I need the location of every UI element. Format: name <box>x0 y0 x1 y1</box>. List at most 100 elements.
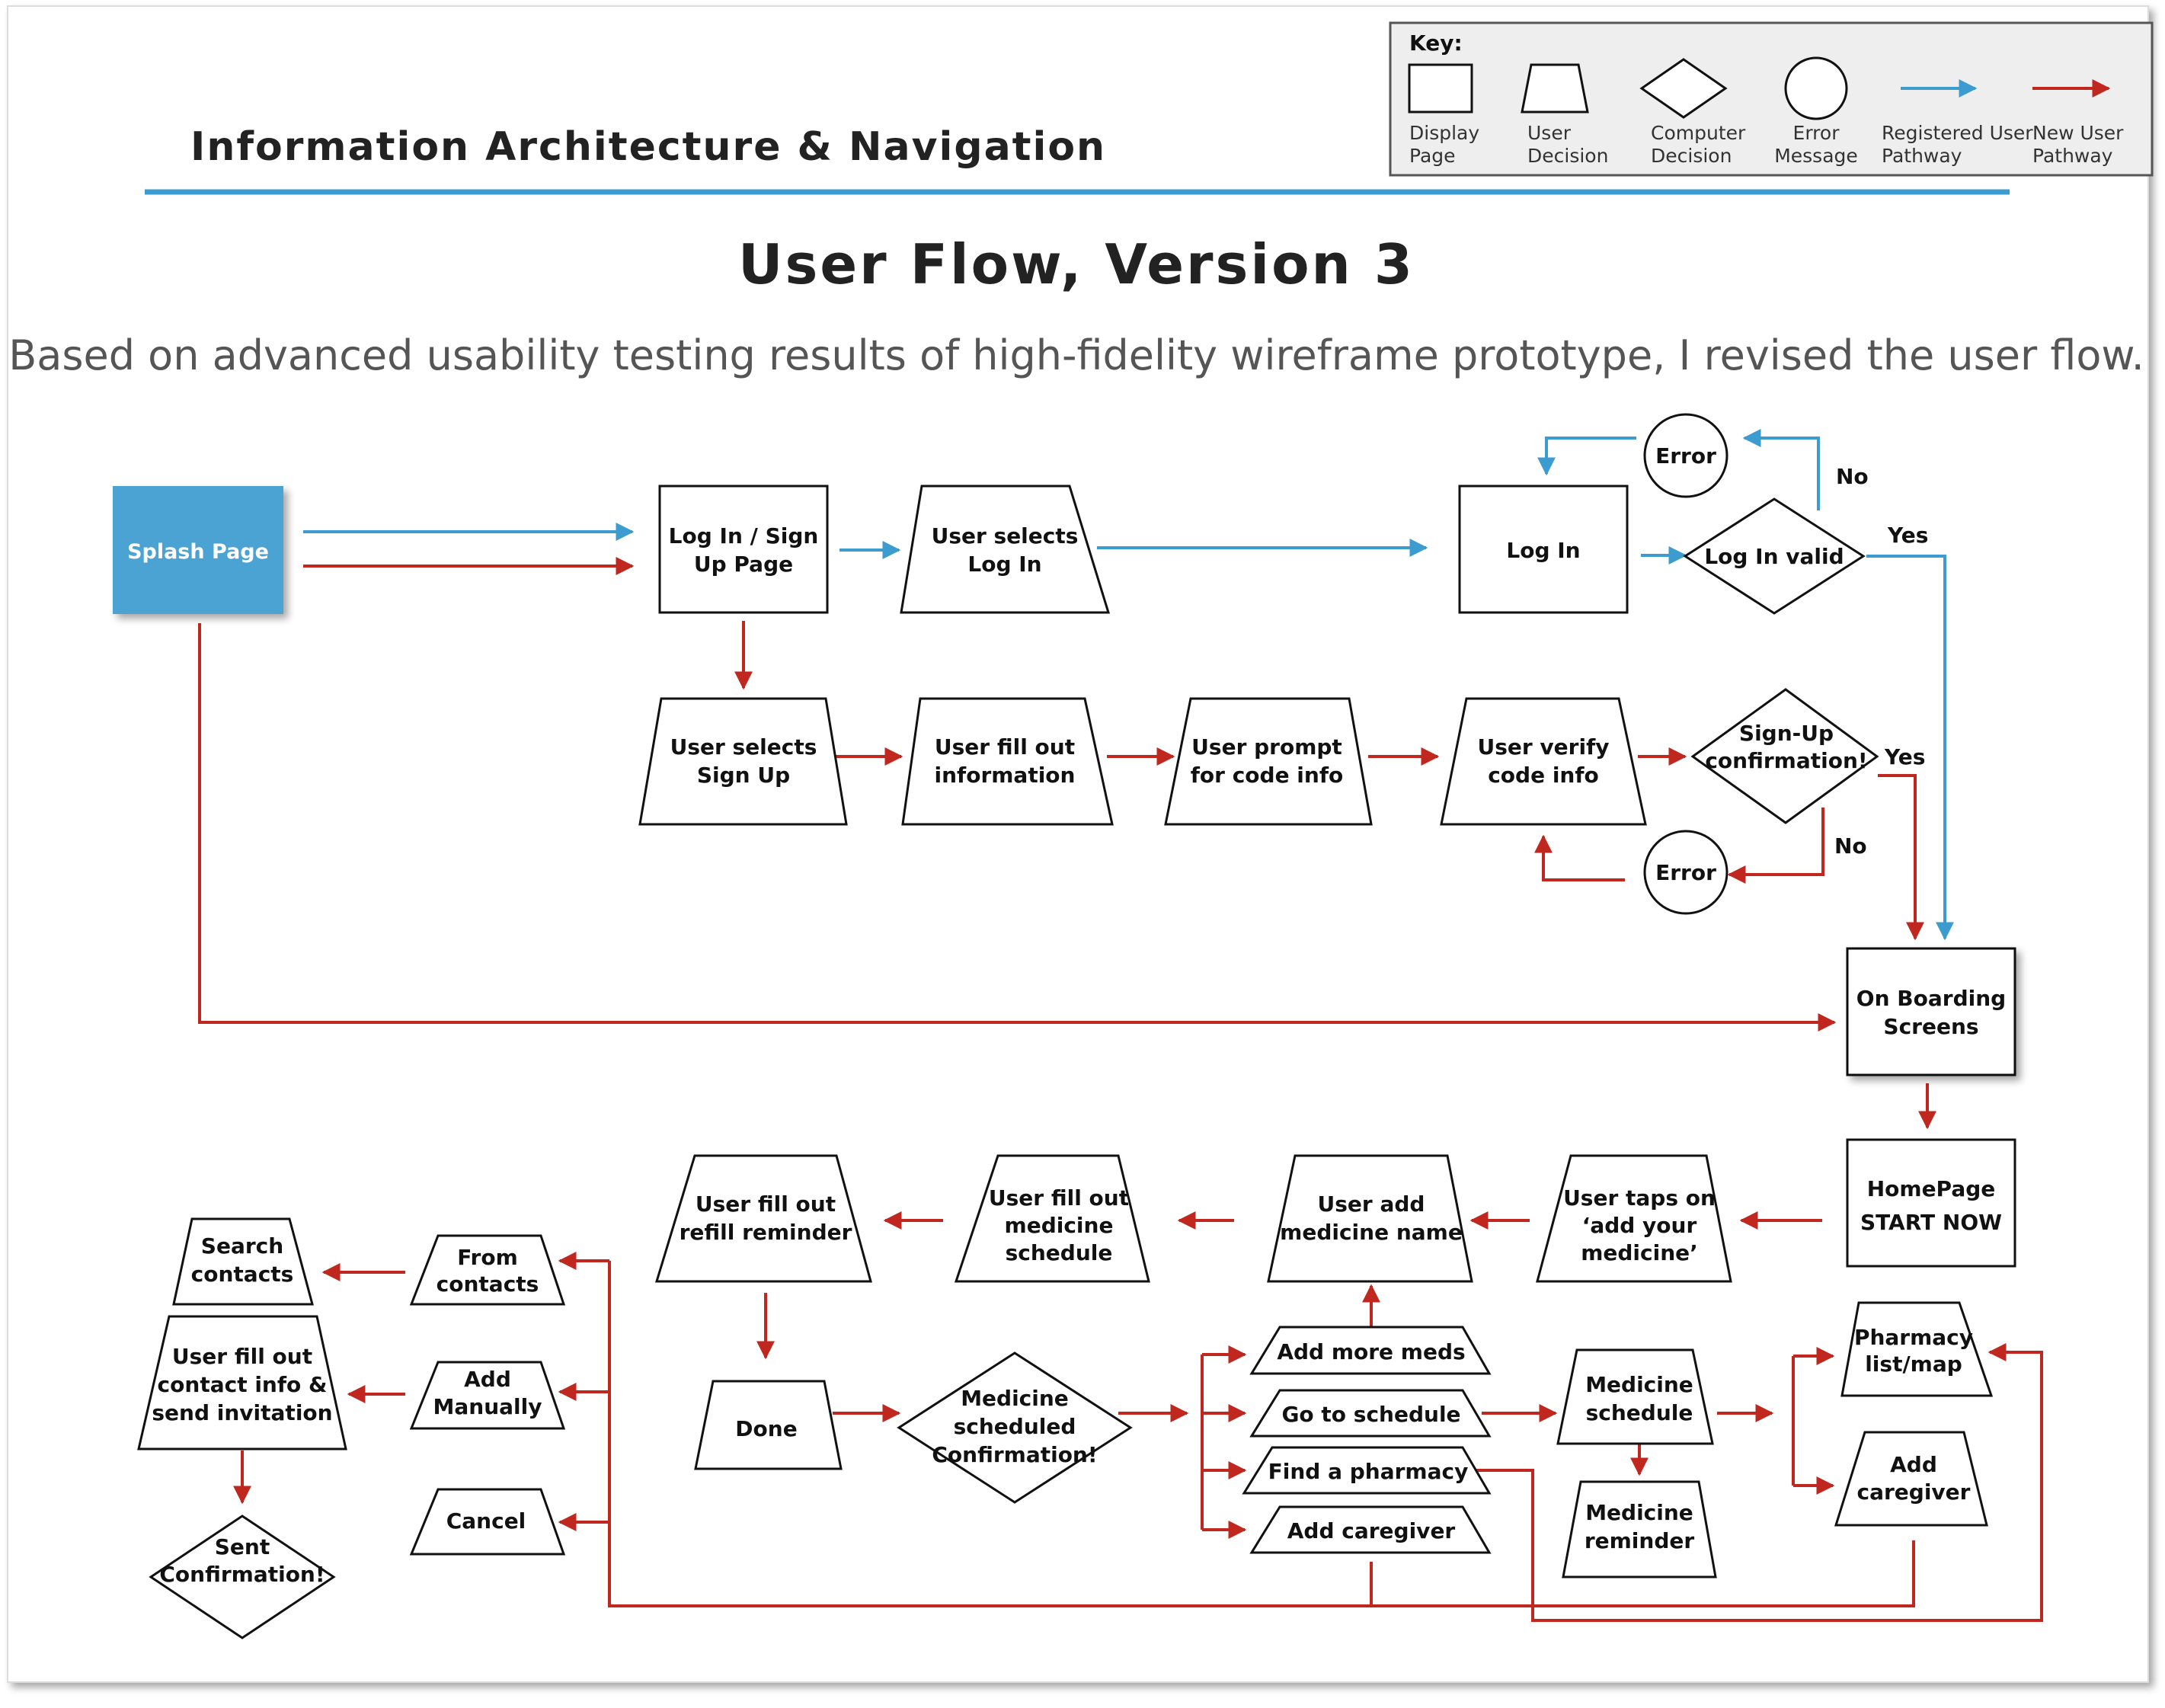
node-label: User selects <box>670 734 817 760</box>
node-label: Go to schedule <box>1281 1402 1460 1427</box>
legend-label: Pathway <box>2032 145 2113 167</box>
node-user-selects-login: User selects Log In <box>900 485 1111 614</box>
legend-error-message-icon <box>1784 56 1848 120</box>
node-label: User fill out <box>172 1344 312 1369</box>
node-label: Cancel <box>446 1508 526 1534</box>
node-label: Sign-Up <box>1739 721 1834 746</box>
node-label: information <box>935 763 1076 788</box>
legend-display-page-icon <box>1408 63 1473 114</box>
node-label: medicine name <box>1280 1220 1463 1245</box>
edge-login-invalid <box>1742 429 1820 510</box>
node-add-medicine-name: User add medicine name <box>1267 1154 1473 1283</box>
legend-label: Computer <box>1651 122 1746 144</box>
node-fill-contact-info: User fill out contact info & send invita… <box>137 1315 347 1451</box>
node-search-contacts: Search contacts <box>172 1217 314 1306</box>
node-error-top: Error <box>1643 413 1728 498</box>
node-add-manually: Add Manually <box>409 1361 566 1430</box>
node-label: Manually <box>433 1394 542 1419</box>
node-label: Error <box>1655 443 1716 469</box>
node-splash-page: Splash Page <box>113 486 283 614</box>
node-label: Medicine <box>1585 1500 1693 1525</box>
legend-label: Decision <box>1651 145 1732 167</box>
node-onboarding-screens: On Boarding Screens <box>1846 947 2016 1076</box>
legend-label: Registered User <box>1882 122 2033 144</box>
node-fill-refill: User fill out refill reminder <box>654 1154 872 1283</box>
edge-error-retry <box>1537 437 1636 476</box>
node-login-signup-page: Log In / Sign Up Page <box>658 485 829 614</box>
node-medicine-reminder: Medicine reminder <box>1562 1480 1717 1578</box>
legend-label: Page <box>1409 145 1456 167</box>
edge-label-no: No <box>1836 464 1869 489</box>
node-label: refill reminder <box>680 1220 852 1245</box>
connectors <box>198 429 2043 1622</box>
edge-signup-no <box>1727 808 1824 884</box>
node-label: for code info <box>1191 763 1344 788</box>
page-subtitle: Based on advanced usability testing resu… <box>8 331 2144 379</box>
node-label: Medicine <box>961 1386 1069 1411</box>
node-label: Medicine <box>1585 1372 1693 1397</box>
node-go-to-schedule: Go to schedule <box>1249 1389 1492 1438</box>
node-label: Splash Page <box>127 540 269 564</box>
node-find-pharmacy: Find a pharmacy <box>1242 1446 1492 1495</box>
node-signup-confirmation: Sign-Up confirmation! <box>1690 688 1879 824</box>
edge-splash-onboarding <box>198 623 1837 1032</box>
section-title: Information Architecture & Navigation <box>190 124 1106 170</box>
node-fill-information: User fill out information <box>901 697 1114 826</box>
node-label: User selects <box>932 523 1079 549</box>
node-label: HomePage <box>1867 1176 1996 1201</box>
node-label: Screens <box>1883 1014 1978 1039</box>
legend-box <box>1389 21 2154 177</box>
node-add-more-meds: Add more meds <box>1249 1326 1492 1375</box>
edge-caregiver2-bus <box>1371 1540 1915 1607</box>
node-label: Confirmation! <box>932 1442 1097 1467</box>
node-label: User verify <box>1477 734 1609 760</box>
node-taps-add-medicine: User taps on ‘add your medicine’ <box>1536 1154 1732 1283</box>
legend-label: User <box>1527 122 1572 144</box>
node-label: medicine’ <box>1581 1240 1698 1265</box>
node-label: User fill out <box>935 734 1075 760</box>
node-label: On Boarding <box>1856 986 2006 1011</box>
legend-label: New User <box>2032 122 2124 144</box>
node-verify-code: User verify code info <box>1440 697 1647 826</box>
legend-label: Error <box>1793 122 1840 144</box>
legend-label: Decision <box>1527 145 1608 167</box>
node-cancel: Cancel <box>409 1488 566 1556</box>
node-label: schedule <box>1006 1240 1113 1265</box>
node-medicine-confirmation: Medicine scheduled Confirmation! <box>897 1351 1133 1504</box>
node-label: START NOW <box>1860 1210 2002 1235</box>
legend-user-decision-icon <box>1521 63 1589 114</box>
node-login-valid: Log In valid <box>1683 497 1866 615</box>
node-fill-schedule: User fill out medicine schedule <box>954 1154 1150 1283</box>
node-label: contacts <box>191 1262 294 1287</box>
node-label: medicine <box>1005 1213 1114 1238</box>
node-label: scheduled <box>954 1414 1076 1439</box>
node-from-contacts: From contacts <box>409 1234 566 1306</box>
node-homepage: HomePage START NOW <box>1846 1138 2016 1268</box>
node-label: contacts <box>437 1271 539 1297</box>
node-label: Add <box>1890 1452 1937 1477</box>
node-sent-confirmation: Sent Confirmation! <box>149 1514 336 1639</box>
edge-signup-yes <box>1878 774 1924 941</box>
node-done: Done <box>694 1380 843 1470</box>
node-label: From <box>457 1245 518 1270</box>
node-label: reminder <box>1585 1528 1695 1553</box>
node-label: User taps on <box>1563 1185 1716 1211</box>
node-label: Add more meds <box>1277 1339 1465 1364</box>
edge-label-no: No <box>1834 833 1867 859</box>
node-prompt-code: User prompt for code info <box>1164 697 1373 826</box>
edge-error-retry-red <box>1534 834 1625 881</box>
legend-label: Pathway <box>1882 145 1962 167</box>
node-label: Done <box>735 1416 797 1441</box>
node-label: Confirmation! <box>159 1562 325 1587</box>
edge-label-yes: Yes <box>1884 744 1925 769</box>
node-label: Sent <box>215 1534 270 1559</box>
page-title: User Flow, Version 3 <box>738 232 1415 296</box>
legend-label: Display <box>1409 122 1479 144</box>
node-label: Sign Up <box>697 763 790 788</box>
node-label: Log In valid <box>1704 544 1844 569</box>
node-label: Add caregiver <box>1287 1518 1456 1543</box>
node-label: Log In / Sign <box>669 523 819 549</box>
node-label: Pharmacy <box>1854 1325 1973 1350</box>
node-label: confirmation! <box>1705 748 1867 773</box>
